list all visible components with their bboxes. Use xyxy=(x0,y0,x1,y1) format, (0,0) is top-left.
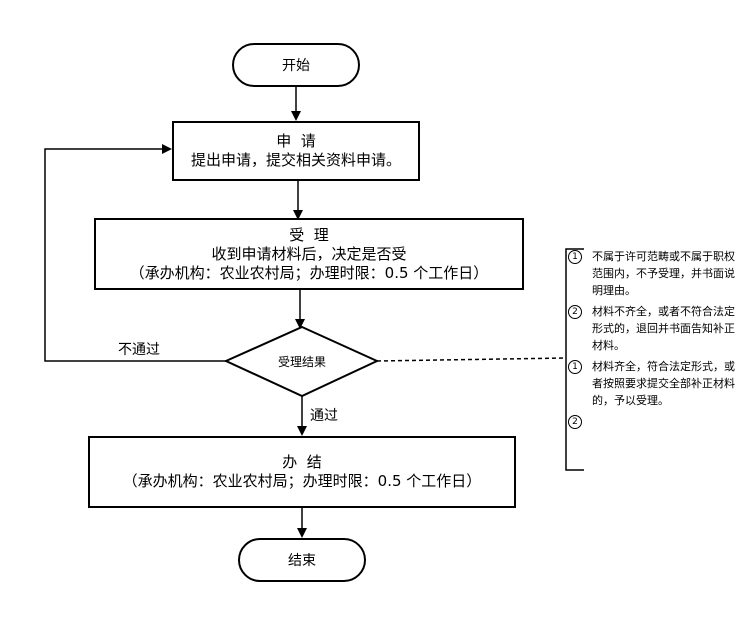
handle-node: 办 结 （承办机构：农业农村局；办理时限：0.5 个工作日） xyxy=(88,436,516,508)
note-item: 2 材料不齐全，或者不符合法定形式的，退回并书面告知补正材料。 xyxy=(566,303,738,354)
note-text: 不属于许可范畴或不属于职权范围内，不予受理，并书面说明理由。 xyxy=(592,250,735,297)
note-number: 1 xyxy=(568,360,582,374)
pass-label: 通过 xyxy=(310,408,338,424)
note-number: 2 xyxy=(568,415,582,429)
apply-desc: 提出申请，提交相关资料申请。 xyxy=(190,151,401,169)
arrow-reject-loop xyxy=(44,144,226,362)
note-item: 1 不属于许可范畴或不属于职权范围内，不予受理，并书面说明理由。 xyxy=(566,248,738,299)
note-text: 材料齐全，符合法定形式，或者按照要求提交全部补正材料的，予以受理。 xyxy=(592,360,735,407)
end-label: 结束 xyxy=(288,553,316,569)
reject-label: 不通过 xyxy=(118,342,160,358)
dashed-note-connector xyxy=(376,357,567,362)
accept-title: 受 理 xyxy=(289,225,329,244)
note-number: 2 xyxy=(568,305,582,319)
apply-title: 申 请 xyxy=(276,132,316,150)
start-node: 开始 xyxy=(232,43,360,87)
end-node: 结束 xyxy=(238,538,366,582)
decision-label: 受理结果 xyxy=(277,355,326,369)
apply-node: 申 请 提出申请，提交相关资料申请。 xyxy=(172,121,420,181)
notes-bracket xyxy=(565,248,584,471)
note-text: 材料不齐全，或者不符合法定形式的，退回并书面告知补正材料。 xyxy=(592,305,735,352)
accept-node: 受 理 收到申请材料后，决定是否受 （承办机构：农业农村局；办理时限：0.5 个… xyxy=(94,218,524,290)
decision-notes: 1 不属于许可范畴或不属于职权范围内，不予受理，并书面说明理由。 2 材料不齐全… xyxy=(566,248,738,434)
decision-diamond xyxy=(223,325,380,398)
note-number: 1 xyxy=(568,250,582,264)
handle-title: 办 结 xyxy=(282,453,322,471)
note-item: 1 材料齐全，符合法定形式，或者按照要求提交全部补正材料的，予以受理。 xyxy=(566,358,738,409)
note-item: 2 xyxy=(566,413,738,430)
accept-info: （承办机构：农业农村局；办理时限：0.5 个工作日） xyxy=(129,263,489,282)
handle-info: （承办机构：农业农村局；办理时限：0.5 个工作日） xyxy=(122,472,482,490)
start-label: 开始 xyxy=(282,58,310,74)
accept-desc: 收到申请材料后，决定是否受 xyxy=(211,244,407,263)
